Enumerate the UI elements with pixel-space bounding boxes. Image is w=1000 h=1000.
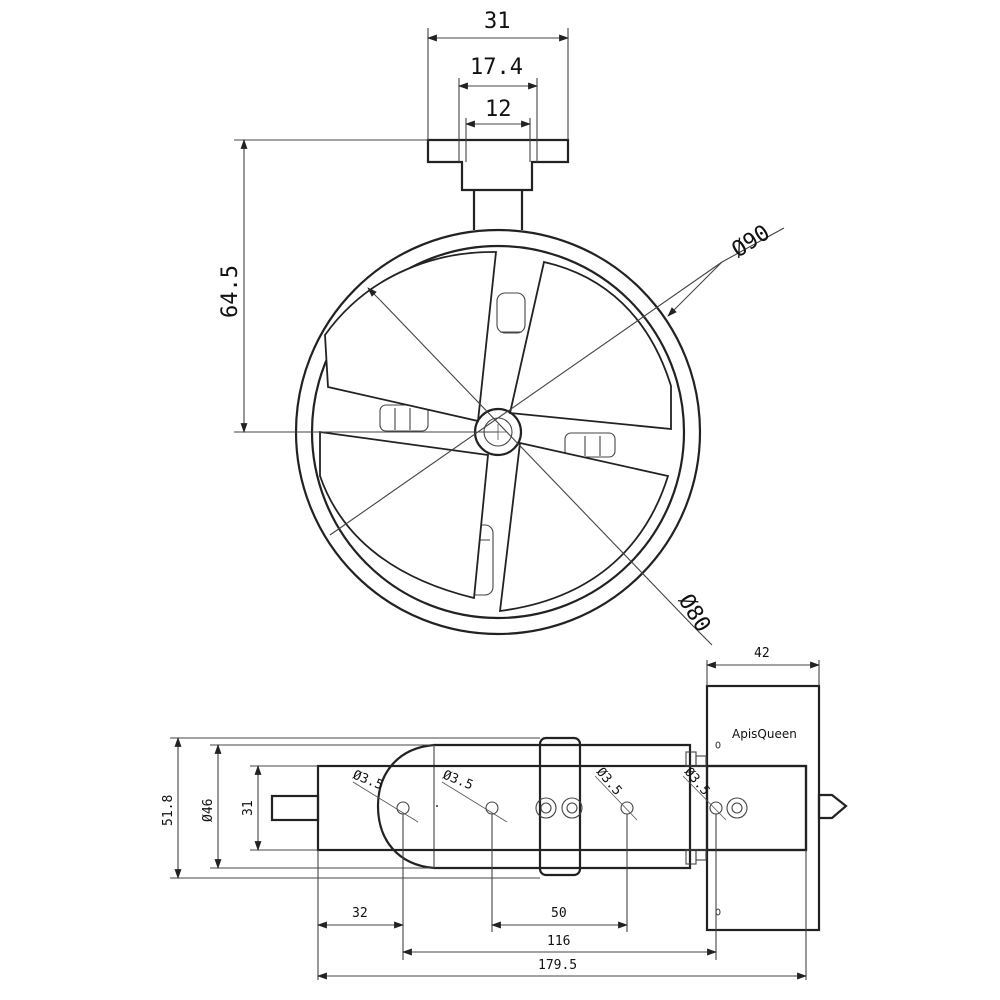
- brand-label: ApisQueen: [732, 727, 797, 741]
- rear-nut: [817, 793, 848, 820]
- hole-offset-label: 32: [352, 906, 368, 921]
- hole-span-label: 116: [547, 934, 570, 949]
- outer-diameter-line: [329, 261, 723, 536]
- duct-body: [376, 743, 692, 870]
- overall-length-label: 179.5: [538, 958, 577, 973]
- top-width-dimensions: 31 17.4 12: [427, 9, 569, 162]
- hole-label: Ø3.5: [593, 765, 625, 799]
- bracket-plate: [705, 764, 808, 852]
- outer-diameter-label: Ø90: [728, 220, 775, 263]
- hole-pitch-label: 50: [551, 906, 567, 921]
- bracket-width-label: 42: [754, 646, 770, 661]
- mount-width-label: 17.4: [470, 55, 523, 80]
- hole: [485, 801, 499, 815]
- front-view: Ø90 Ø80 31 17.4 12 64.5: [218, 9, 785, 646]
- shaft: [270, 794, 320, 822]
- screw: [561, 797, 583, 819]
- screw: [535, 797, 557, 819]
- plate-height-label: 31: [241, 800, 256, 816]
- mount-neck: [472, 190, 524, 230]
- side-bracket: [705, 684, 821, 932]
- hole-label: Ø3.5: [441, 768, 476, 794]
- inner-diameter-label: Ø80: [673, 590, 715, 637]
- hole: [709, 801, 723, 815]
- bracket-width-dimension: 42: [706, 646, 820, 686]
- propeller-blade: [324, 251, 497, 423]
- duct-diameter-label: Ø46: [201, 799, 216, 822]
- neck-width-label: 12: [485, 97, 512, 122]
- height-label: 64.5: [218, 265, 243, 318]
- plate-edge-detail: [685, 751, 707, 865]
- hole: [396, 801, 410, 815]
- overall-height-label: 51.8: [161, 795, 176, 826]
- flange-width-label: 31: [484, 9, 511, 34]
- mount-holes: [396, 797, 748, 819]
- inner-diameter-line: [379, 299, 696, 629]
- propeller-blade: [319, 430, 489, 600]
- side-view: ApisQueen: [161, 646, 848, 980]
- screw: [726, 797, 748, 819]
- propeller-blade: [498, 441, 670, 613]
- height-dimension: 64.5: [218, 139, 498, 433]
- propeller-blade: [508, 260, 672, 430]
- hole: [620, 801, 634, 815]
- duct-band: [538, 736, 582, 877]
- bottom-dimensions: 32 50 116 179.5: [317, 814, 807, 980]
- left-dimensions: 51.8 Ø46 31: [161, 737, 540, 879]
- hole-label: Ø3.5: [351, 768, 386, 794]
- mount-flange: [426, 138, 570, 192]
